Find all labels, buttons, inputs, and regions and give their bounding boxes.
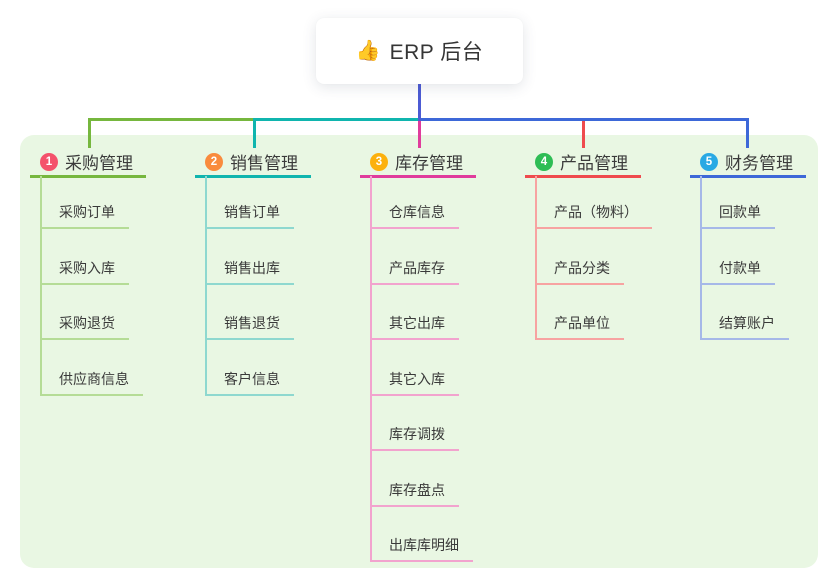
topic-product[interactable]: 4 产品管理 [525, 150, 641, 178]
subtopic[interactable]: 库存调拨 [372, 424, 459, 451]
subtopic[interactable]: 客户信息 [207, 369, 294, 396]
topic-number-badge: 5 [700, 152, 718, 171]
children-connector: 产品（物料） 产品分类 产品单位 [535, 176, 652, 340]
subtopic[interactable]: 采购退货 [42, 313, 129, 340]
topic-label: 采购管理 [65, 154, 133, 173]
topic-sales[interactable]: 2 销售管理 [195, 150, 311, 178]
topic-purchase[interactable]: 1 采购管理 [30, 150, 146, 178]
subtopic[interactable]: 仓库信息 [372, 202, 459, 229]
topic-number-badge: 3 [370, 152, 388, 171]
branch-finance: 5 财务管理 回款单 付款单 结算账户 [690, 150, 806, 340]
topic-label: 产品管理 [560, 154, 628, 173]
subtopic[interactable]: 采购入库 [42, 258, 129, 285]
topic-label: 财务管理 [725, 154, 793, 173]
subtopic[interactable]: 产品（物料） [537, 202, 652, 229]
subtopic[interactable]: 销售订单 [207, 202, 294, 229]
topic-inventory[interactable]: 3 库存管理 [360, 150, 476, 178]
thumbs-up-icon: 👍 [355, 40, 381, 62]
subtopic[interactable]: 出库库明细 [372, 535, 473, 562]
children-connector: 采购订单 采购入库 采购退货 供应商信息 [40, 176, 143, 396]
topic-number-badge: 1 [40, 152, 58, 171]
subtopic[interactable]: 产品分类 [537, 258, 624, 285]
subtopic[interactable]: 其它出库 [372, 313, 459, 340]
subtopic[interactable]: 销售出库 [207, 258, 294, 285]
subtopic[interactable]: 付款单 [702, 258, 775, 285]
subtopic[interactable]: 供应商信息 [42, 369, 143, 396]
topic-number-badge: 4 [535, 152, 553, 171]
subtopic[interactable]: 采购订单 [42, 202, 129, 229]
children-connector: 仓库信息 产品库存 其它出库 其它入库 库存调拨 库存盘点 出库库明细 [370, 176, 473, 562]
children-connector: 销售订单 销售出库 销售退货 客户信息 [205, 176, 294, 396]
subtopic[interactable]: 产品库存 [372, 258, 459, 285]
branch-product: 4 产品管理 产品（物料） 产品分类 产品单位 [525, 150, 652, 340]
subtopic[interactable]: 回款单 [702, 202, 775, 229]
branch-purchase: 1 采购管理 采购订单 采购入库 采购退货 供应商信息 [30, 150, 146, 396]
branches-panel [20, 135, 818, 568]
children-connector: 回款单 付款单 结算账户 [700, 176, 789, 340]
subtopic[interactable]: 产品单位 [537, 313, 624, 340]
topic-label: 库存管理 [395, 154, 463, 173]
subtopic[interactable]: 库存盘点 [372, 480, 459, 507]
branch-sales: 2 销售管理 销售订单 销售出库 销售退货 客户信息 [195, 150, 311, 396]
subtopic[interactable]: 销售退货 [207, 313, 294, 340]
subtopic[interactable]: 结算账户 [702, 313, 789, 340]
root-node[interactable]: 👍 ERP 后台 [316, 18, 523, 84]
root-node-label: ERP 后台 [389, 41, 484, 64]
topic-finance[interactable]: 5 财务管理 [690, 150, 806, 178]
topic-number-badge: 2 [205, 152, 223, 171]
subtopic[interactable]: 其它入库 [372, 369, 459, 396]
topic-label: 销售管理 [230, 154, 298, 173]
branch-inventory: 3 库存管理 仓库信息 产品库存 其它出库 其它入库 库存调拨 库存盘点 出库库… [360, 150, 476, 562]
